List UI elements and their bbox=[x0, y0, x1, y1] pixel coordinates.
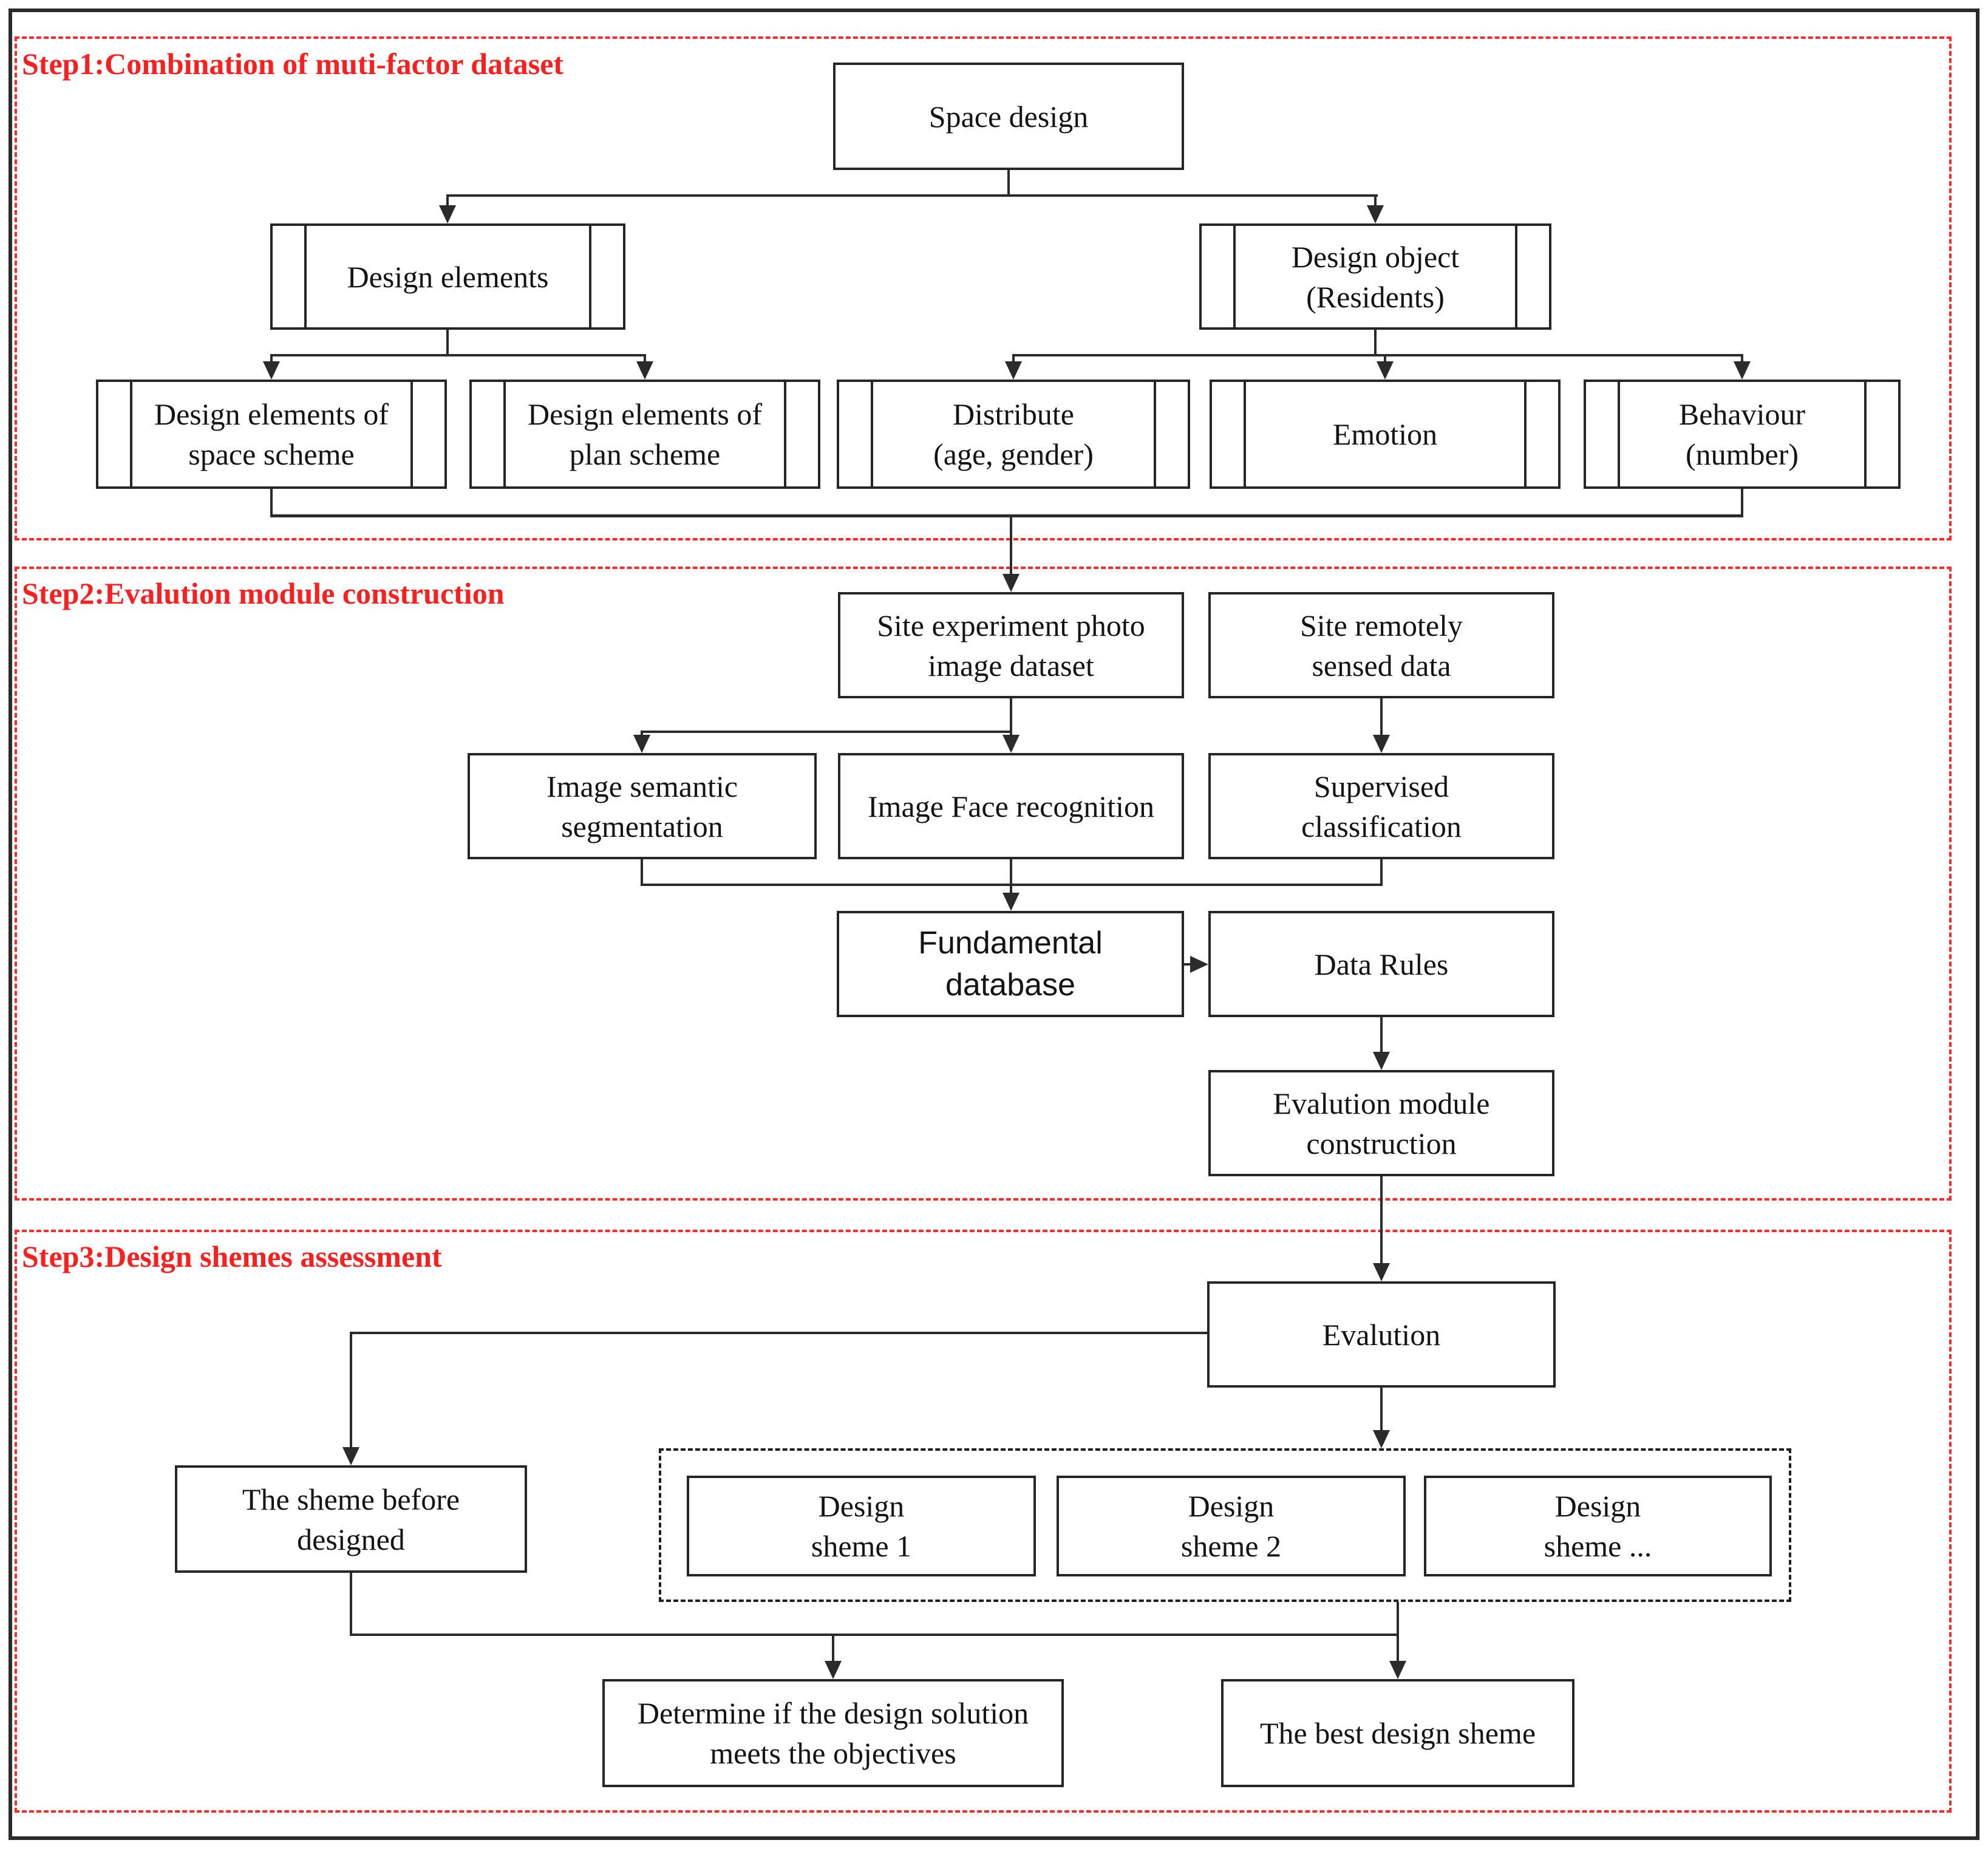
node-evalution: Evalution bbox=[1207, 1281, 1556, 1388]
arrow-down-icon bbox=[1003, 735, 1020, 753]
connector-line bbox=[350, 1573, 352, 1636]
connector-line bbox=[270, 489, 273, 517]
connector-line bbox=[270, 355, 273, 364]
step1-title: Step1:Combination of muti-factor dataset bbox=[22, 47, 564, 81]
node-site-remotely-sensed-data: Site remotely sensed data bbox=[1208, 592, 1554, 698]
connector-line bbox=[270, 514, 1743, 517]
connector-line bbox=[1007, 170, 1010, 197]
connector-line bbox=[350, 1634, 1399, 1636]
step3-container bbox=[15, 1230, 1952, 1813]
arrow-down-icon bbox=[1367, 205, 1384, 223]
arrow-down-icon bbox=[1373, 1430, 1390, 1448]
design-shemes-group bbox=[659, 1448, 1791, 1602]
arrow-right-icon bbox=[1190, 956, 1208, 973]
connector-line bbox=[1374, 196, 1377, 208]
connector-line bbox=[1380, 1388, 1383, 1431]
connector-line bbox=[1010, 516, 1012, 576]
arrow-down-icon bbox=[342, 1447, 359, 1465]
arrow-down-icon bbox=[439, 205, 456, 223]
connector-line bbox=[1012, 354, 1743, 356]
node-image-semantic-segmentation: Image semantic segmentation bbox=[468, 753, 817, 859]
node-design-sheme-2: Design sheme 2 bbox=[1057, 1476, 1406, 1576]
step2-container bbox=[15, 567, 1952, 1201]
arrow-down-icon bbox=[1003, 574, 1020, 592]
node-image-face-recognition: Image Face recognition bbox=[838, 753, 1184, 859]
connector-line bbox=[1184, 963, 1194, 966]
node-emotion: Emotion bbox=[1210, 380, 1561, 489]
node-design-elements: Design elements bbox=[270, 223, 625, 330]
connector-line bbox=[350, 1332, 1208, 1334]
arrow-down-icon bbox=[636, 361, 653, 380]
connector-line bbox=[644, 355, 646, 364]
connector-line bbox=[446, 330, 449, 356]
connector-line bbox=[446, 194, 1378, 197]
node-determine-objectives: Determine if the design solution meets t… bbox=[602, 1679, 1064, 1787]
connector-line bbox=[350, 1333, 352, 1448]
connector-line bbox=[446, 196, 449, 208]
connector-line bbox=[1012, 355, 1015, 364]
step2-title: Step2:Evalution module construction bbox=[22, 576, 505, 610]
connector-line bbox=[641, 731, 1012, 733]
step1-container bbox=[15, 36, 1952, 540]
connector-line bbox=[1374, 330, 1377, 356]
node-behaviour-number: Behaviour (number) bbox=[1584, 380, 1901, 489]
connector-line bbox=[641, 859, 643, 886]
step3-title: Step3:Design shemes assessment bbox=[22, 1239, 442, 1273]
arrow-down-icon bbox=[1003, 893, 1020, 911]
connector-line bbox=[1010, 859, 1012, 894]
connector-line bbox=[1741, 355, 1743, 364]
node-sheme-before-designed: The sheme before designed bbox=[175, 1465, 527, 1573]
node-fundamental-database: Fundamental database bbox=[837, 911, 1184, 1017]
connector-line bbox=[1380, 698, 1383, 737]
node-best-design-sheme: The best design sheme bbox=[1221, 1679, 1574, 1787]
arrow-down-icon bbox=[263, 361, 280, 380]
connector-line bbox=[1397, 1602, 1399, 1662]
node-distribute-age-gender: Distribute (age, gender) bbox=[837, 380, 1190, 489]
node-site-experiment-photo-dataset: Site experiment photo image dataset bbox=[838, 592, 1184, 698]
node-design-elements-plan-scheme: Design elements of plan scheme bbox=[469, 380, 820, 489]
arrow-down-icon bbox=[1389, 1661, 1406, 1679]
connector-line bbox=[1380, 859, 1383, 886]
connector-line bbox=[1010, 698, 1012, 733]
arrow-down-icon bbox=[1734, 361, 1751, 380]
arrow-down-icon bbox=[1005, 361, 1022, 380]
arrow-down-icon bbox=[825, 1661, 842, 1679]
arrow-down-icon bbox=[633, 735, 650, 753]
connector-line bbox=[832, 1635, 834, 1662]
connector-line bbox=[270, 354, 646, 356]
node-design-sheme-1: Design sheme 1 bbox=[687, 1476, 1036, 1576]
arrow-down-icon bbox=[1373, 1263, 1390, 1281]
node-design-object: Design object (Residents) bbox=[1199, 223, 1551, 330]
arrow-down-icon bbox=[1373, 735, 1390, 753]
node-space-design: Space design bbox=[833, 63, 1184, 170]
connector-line bbox=[1380, 1017, 1383, 1054]
arrow-down-icon bbox=[1373, 1052, 1390, 1070]
connector-line bbox=[1384, 355, 1386, 364]
connector-line bbox=[1741, 489, 1743, 517]
arrow-down-icon bbox=[1377, 361, 1394, 380]
node-design-sheme-etc: Design sheme ... bbox=[1424, 1476, 1772, 1576]
node-evalution-module-construction: Evalution module construction bbox=[1208, 1070, 1554, 1176]
node-data-rules: Data Rules bbox=[1208, 911, 1554, 1017]
node-design-elements-space-scheme: Design elements of space scheme bbox=[96, 380, 447, 489]
node-supervised-classification: Supervised classification bbox=[1208, 753, 1554, 859]
connector-line bbox=[1380, 1176, 1383, 1265]
